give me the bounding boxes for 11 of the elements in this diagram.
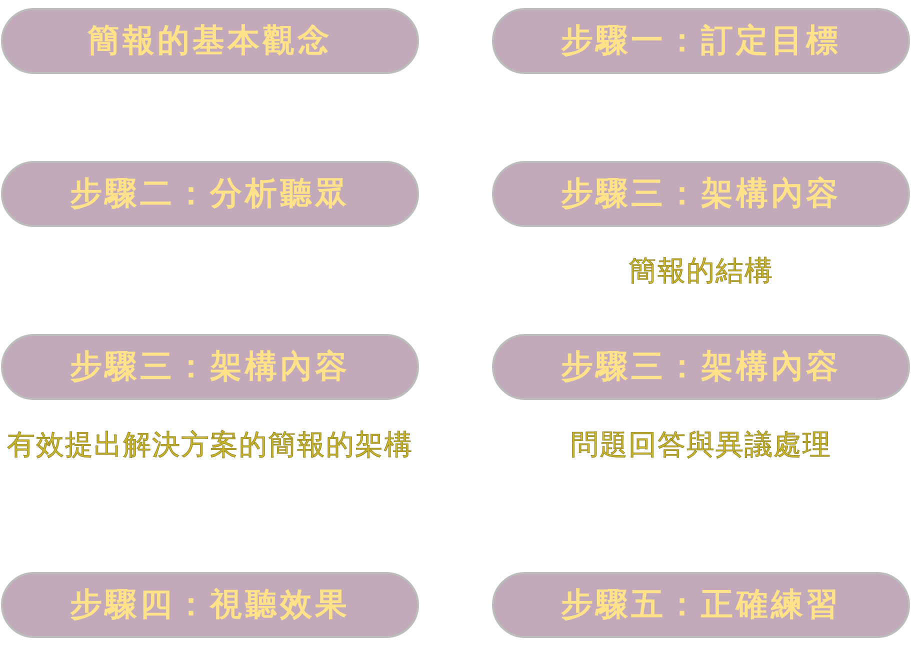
topic-title: 步驟三：架構內容 <box>561 176 841 212</box>
subtopic-text: 有效提出解決方案的簡報的架構 <box>7 428 413 462</box>
subtopic-text: 簡報的結構 <box>628 254 774 288</box>
topic-title: 步驟二：分析聽眾 <box>70 176 350 212</box>
topic-title: 步驟五：正確練習 <box>561 587 841 623</box>
topic-title: 步驟四：視聽效果 <box>70 587 350 623</box>
topic-title: 步驟一：訂定目標 <box>561 23 841 59</box>
topic-title: 簡報的基本觀念 <box>88 23 332 59</box>
topic-title: 步驟三：架構內容 <box>561 349 841 385</box>
subtopic-text: 問題回答與異議處理 <box>570 428 832 462</box>
topic-title: 步驟三：架構內容 <box>70 349 350 385</box>
